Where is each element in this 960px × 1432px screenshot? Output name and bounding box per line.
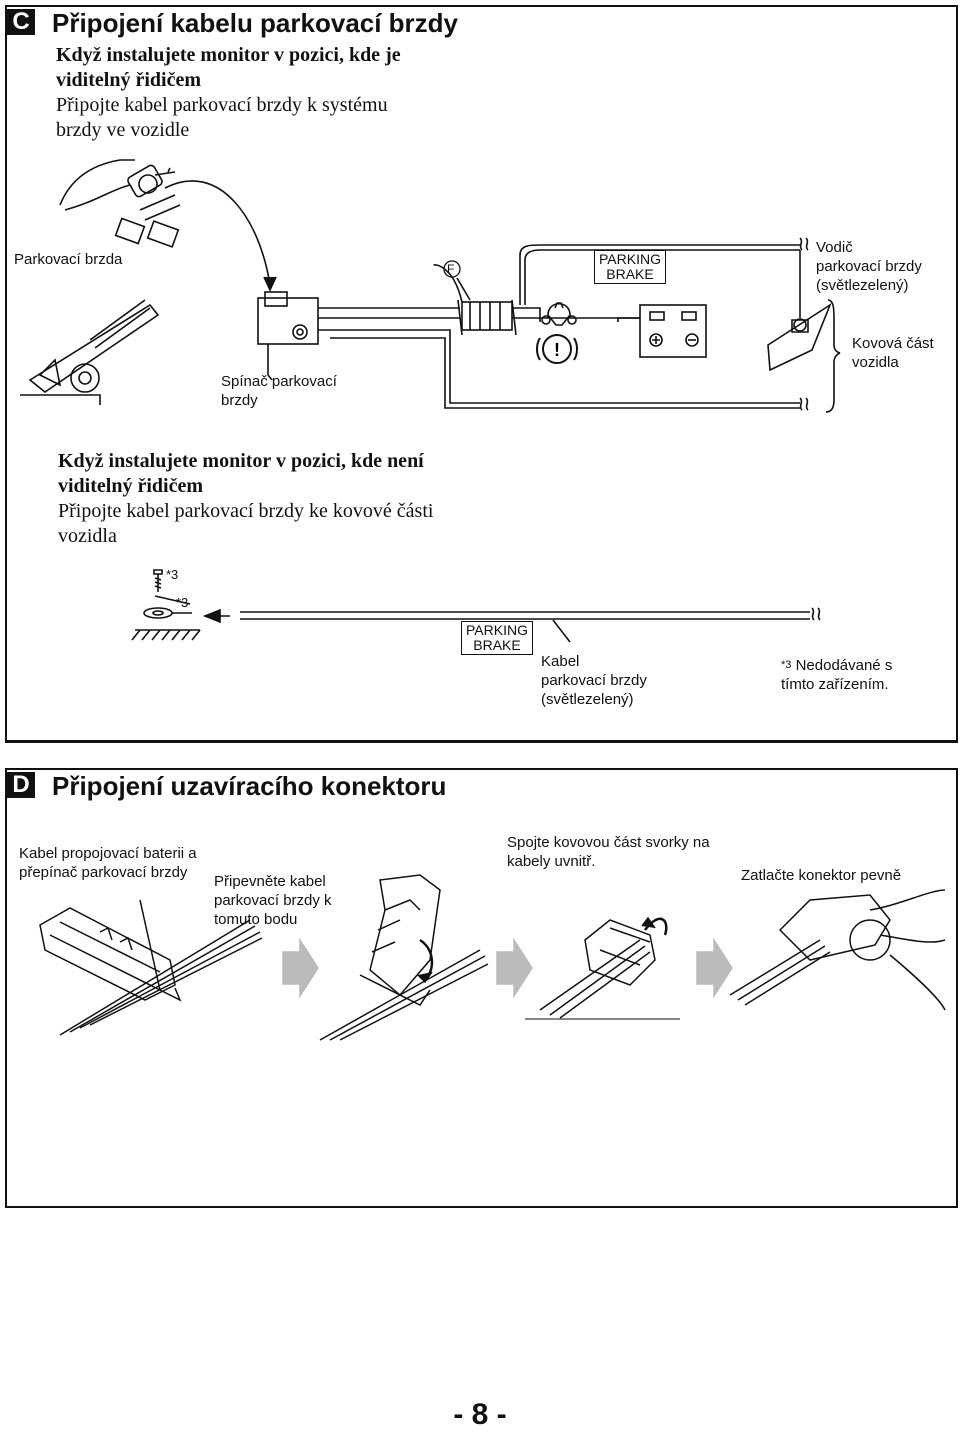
step2-label-line3: tomuto bodu (214, 911, 298, 928)
parking-brake-tag-2-line2: BRAKE (473, 637, 521, 653)
section-d-panel (5, 768, 958, 1208)
step1-label-line1: Kabel propojovací baterii a (19, 845, 197, 862)
label-cable: Kabel parkovací brzdy (světlezelený) (541, 652, 647, 709)
label-cable-line1: Kabel (541, 653, 580, 670)
label-metal-part-line1: Kovová část (852, 335, 934, 352)
case1-text-line1: Připojte kabel parkovací brzdy k systému (56, 94, 388, 116)
label-parking-brake: Parkovací brzda (14, 251, 123, 268)
label-wire-line1: Vodič (816, 239, 853, 256)
label-wire-line3: (světlezelený) (816, 277, 909, 294)
case1-heading: Když instalujete monitor v pozici, kde j… (56, 43, 401, 93)
parking-brake-wiring-diagram: ! (20, 159, 841, 413)
case2-heading-line2: viditelný řidičem (58, 475, 203, 497)
label-brake-switch: Spínač parkovací brzdy (221, 372, 337, 410)
parking-brake-tag-1: PARKING BRAKE (594, 250, 666, 284)
case1-text: Připojte kabel parkovací brzdy k systému… (56, 93, 388, 143)
label-wire-line2: parkovací brzdy (816, 258, 922, 275)
parking-brake-tag-1-line2: BRAKE (606, 266, 654, 282)
ground-wiring-diagram (131, 569, 821, 643)
step3-label: Spojte kovovou část svorky na kabely uvn… (507, 833, 710, 871)
label-cable-line3: (světlezelený) (541, 691, 634, 708)
label-cable-line2: parkovací brzdy (541, 672, 647, 689)
footnote-mark-terminal: *3 (176, 595, 189, 610)
step4-label: Zatlačte konektor pevně (741, 867, 902, 884)
fuse-marker: F (447, 262, 455, 276)
connector-steps-diagram (39, 874, 946, 1041)
case2-heading: Když instalujete monitor v pozici, kde n… (58, 449, 424, 499)
label-brake-switch-line1: Spínač parkovací (221, 373, 337, 390)
label-metal-part-line2: vozidla (852, 354, 899, 371)
label-wire: Vodič parkovací brzdy (světlezelený) (816, 238, 922, 295)
label-metal-part: Kovová část vozidla (852, 334, 934, 372)
footnote-mark-screw: *3 (166, 567, 179, 582)
parking-brake-tag-2: PARKING BRAKE (461, 621, 533, 655)
section-d-letter: D (7, 772, 35, 798)
step1-label-line2: přepínač parkovací brzdy (19, 864, 188, 881)
warning-symbol: ! (554, 340, 560, 360)
parking-brake-tag-1-line1: PARKING (599, 251, 661, 267)
case2-text-line2: vozidla (58, 525, 117, 547)
note-line2: tímto zařízením. (781, 676, 889, 693)
section-c-panel (5, 5, 958, 743)
step2-label: Připevněte kabel parkovací brzdy k tomut… (214, 872, 332, 929)
page-number: - 8 - (453, 1398, 507, 1431)
step1-label: Kabel propojovací baterii a přepínač par… (19, 844, 197, 882)
step3-label-line2: kabely uvnitř. (507, 853, 596, 870)
case1-heading-line1: Když instalujete monitor v pozici, kde j… (56, 44, 401, 66)
parking-brake-tag-2-line1: PARKING (466, 622, 528, 638)
case2-heading-line1: Když instalujete monitor v pozici, kde n… (58, 450, 424, 472)
section-c-title: Připojení kabelu parkovací brzdy (52, 8, 459, 38)
case2-text: Připojte kabel parkovací brzdy ke kovové… (58, 499, 433, 549)
case1-text-line2: brzdy ve vozidle (56, 119, 190, 141)
case1-heading-line2: viditelný řidičem (56, 69, 201, 91)
case2-text-line1: Připojte kabel parkovací brzdy ke kovové… (58, 500, 434, 522)
note-not-supplied: *3 Nedodávané s tímto zařízením. (781, 656, 892, 694)
step3-label-line1: Spojte kovovou část svorky na (507, 834, 710, 851)
step2-label-line1: Připevněte kabel (214, 873, 326, 890)
note-mark: *3 (781, 659, 792, 671)
note-line1: Nedodávané s (795, 657, 893, 674)
label-brake-switch-line2: brzdy (221, 392, 258, 409)
section-c-letter: C (7, 9, 35, 35)
step2-label-line2: parkovací brzdy k (214, 892, 332, 909)
section-d-title: Připojení uzavíracího konektoru (52, 771, 447, 801)
